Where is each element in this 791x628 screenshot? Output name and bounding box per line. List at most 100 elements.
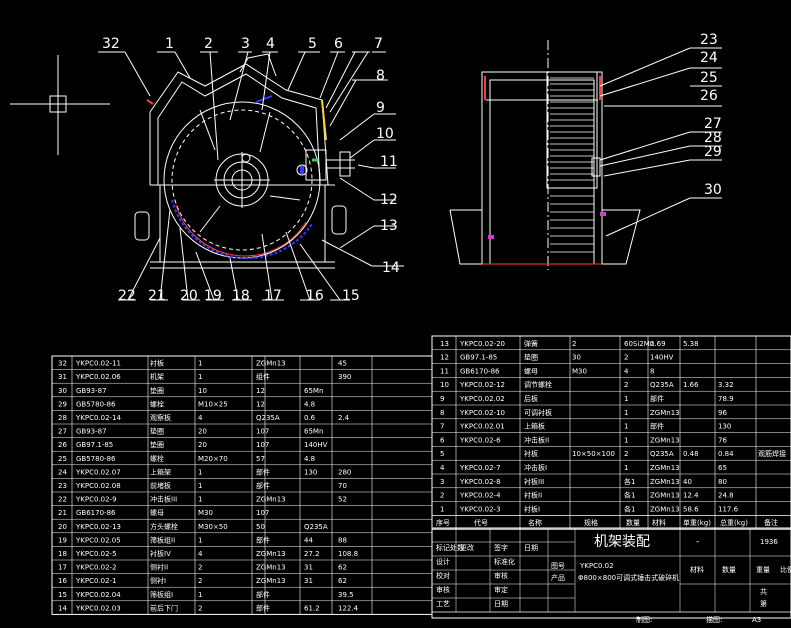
bom-left-cell: 2 bbox=[198, 564, 202, 572]
bom-right-cell: 衬板III bbox=[524, 477, 544, 486]
bom-left-cell: ZGMn13 bbox=[256, 496, 286, 504]
bom-left-cell: 筛板组I bbox=[150, 590, 173, 599]
bom-right-cell: 1 bbox=[624, 464, 628, 472]
callout-23: 23 bbox=[700, 32, 718, 48]
bom-right-cell: 117.6 bbox=[718, 505, 739, 513]
bom-left-cell: 冲击板III bbox=[150, 495, 177, 504]
bom-left-cell: 390 bbox=[338, 373, 351, 381]
product-name: Φ800×800可调式锤击式破碎机 bbox=[578, 573, 679, 582]
callout-15: 15 bbox=[342, 288, 360, 304]
bom-right-cell: 8 bbox=[650, 367, 654, 375]
bom-header-cell: 序号 bbox=[436, 518, 450, 527]
callout-2: 2 bbox=[204, 36, 213, 52]
bom-left-cell: YKPC0.02-14 bbox=[75, 414, 122, 422]
callout-12: 12 bbox=[380, 192, 398, 208]
bom-left-cell: 侧衬I bbox=[150, 576, 166, 585]
bom-right-cell: YKPC0.02-20 bbox=[459, 340, 505, 348]
title-row-cell: 签字 bbox=[494, 543, 508, 552]
bom-left-cell: 280 bbox=[338, 468, 351, 476]
callout-7: 7 bbox=[374, 36, 383, 52]
bom-left-cell: 12 bbox=[256, 400, 265, 408]
product-label: 产品 bbox=[551, 573, 565, 582]
section-colors bbox=[146, 95, 327, 260]
bom-right-cell: 部件 bbox=[650, 394, 664, 403]
bom-left-cell: 部件 bbox=[256, 481, 270, 490]
title-row-cell: 校对 bbox=[436, 571, 450, 580]
callout-32: 32 bbox=[102, 36, 120, 52]
drawing-title: 机架装配 bbox=[594, 534, 650, 550]
bom-left-cell: 20 bbox=[198, 441, 207, 449]
bom-left-cell: M30×50 bbox=[198, 523, 228, 531]
bom-left-cell: 观察板 bbox=[150, 413, 171, 422]
bom-left-cell: 前堵板 bbox=[150, 481, 171, 490]
bom-left-cell: 组件 bbox=[256, 372, 270, 381]
bom-left-cell: 44 bbox=[304, 536, 313, 544]
crosshair-cursor bbox=[10, 55, 110, 155]
bom-left-cell: 18 bbox=[58, 550, 67, 558]
bom-right-cell: 弹簧 bbox=[524, 339, 538, 348]
bom-left-cell: 20 bbox=[58, 523, 67, 531]
bom-left-cell: YKPC0.02-2 bbox=[75, 564, 117, 572]
bom-left-cell: YKPC0.02-11 bbox=[75, 360, 121, 368]
bom-left-cell: 25 bbox=[58, 455, 67, 463]
bom-left-cell: 50 bbox=[256, 523, 265, 531]
bom-left-cell: 26 bbox=[58, 441, 67, 449]
bom-left-cell: 20 bbox=[198, 428, 207, 436]
bom-right-cell: 9 bbox=[440, 395, 444, 403]
bom-left-cell: YKPC0.02-13 bbox=[75, 523, 121, 531]
bom-left-cell: 4.8 bbox=[304, 400, 315, 408]
bom-right-cell: ZGMn13 bbox=[650, 464, 680, 472]
callout-17: 17 bbox=[264, 288, 282, 304]
bom-right-cell: YKPC0.02.02 bbox=[459, 395, 505, 403]
bom-left-cell: 45 bbox=[338, 360, 347, 368]
bom-right-cell: 10×50×100 bbox=[572, 450, 615, 458]
bom-left-cell: Q235A bbox=[304, 523, 328, 531]
bom-right-cell: 40 bbox=[683, 478, 692, 486]
bom-right-cell: 65 bbox=[718, 464, 727, 472]
bom-left-cell: 1 bbox=[198, 468, 202, 476]
bom-left-cell: 31 bbox=[58, 373, 67, 381]
bom-right-cell: 可调衬板 bbox=[524, 408, 552, 417]
callout-16: 16 bbox=[306, 288, 324, 304]
bom-left-cell: 16 bbox=[58, 577, 67, 585]
callout-19: 19 bbox=[204, 288, 222, 304]
bom-left-cell: 28 bbox=[58, 414, 67, 422]
bom-left-cell: 65Mn bbox=[304, 428, 323, 436]
bom-left-cell: ZGMn13 bbox=[256, 550, 286, 558]
bom-right-cell: 78.9 bbox=[718, 395, 734, 403]
bom-right-cell: 衬板 bbox=[524, 449, 538, 458]
bom-right-cell: YKPC0.02.01 bbox=[459, 423, 505, 431]
sheet-label: 第 bbox=[760, 599, 767, 608]
bom-right-cell: 垫圈 bbox=[524, 353, 538, 362]
bom-left-cell: 筛板组II bbox=[150, 535, 175, 544]
bom-right-cell: 140HV bbox=[650, 354, 674, 362]
bom-left-cell: 部件 bbox=[256, 535, 270, 544]
bom-left-cell: 30 bbox=[58, 387, 67, 395]
bom-left-cell: YKPC0.02-5 bbox=[75, 550, 117, 558]
bom-left-cell: 1 bbox=[198, 496, 202, 504]
title-row-cell: 日期 bbox=[524, 544, 538, 552]
bom-right-cell: 0.84 bbox=[718, 450, 734, 458]
bom-right-cell: 6 bbox=[440, 436, 445, 444]
bom-left-cell: 130 bbox=[304, 468, 317, 476]
callout-14: 14 bbox=[382, 260, 400, 276]
bom-left-cell: 垫圈 bbox=[150, 427, 164, 436]
weight-field: 1936 bbox=[760, 538, 778, 546]
bom-left-cell: 52 bbox=[338, 496, 347, 504]
bom-left-cell: 前后下门 bbox=[150, 603, 178, 612]
bom-left-cell: 62 bbox=[338, 577, 347, 585]
bom-right-cell: GB97.1-85 bbox=[460, 354, 497, 362]
drawer-label: 制图: bbox=[636, 615, 652, 624]
bom-left-cell: 12 bbox=[256, 387, 265, 395]
bom-right-cell: Q235A bbox=[650, 381, 674, 389]
bom-left-cell: 4 bbox=[198, 414, 203, 422]
bom-left-cell: 侧衬II bbox=[150, 563, 168, 572]
bom-right-cell: 10 bbox=[440, 381, 449, 389]
bom-right-cell: 7 bbox=[440, 423, 444, 431]
callout-3: 3 bbox=[241, 36, 250, 52]
bom-header-cell: 数量 bbox=[626, 518, 640, 527]
bom-header-cell: 材料 bbox=[652, 518, 666, 527]
side-section-view bbox=[449, 40, 641, 270]
bom-right-cell: 冲击板I bbox=[524, 463, 547, 472]
